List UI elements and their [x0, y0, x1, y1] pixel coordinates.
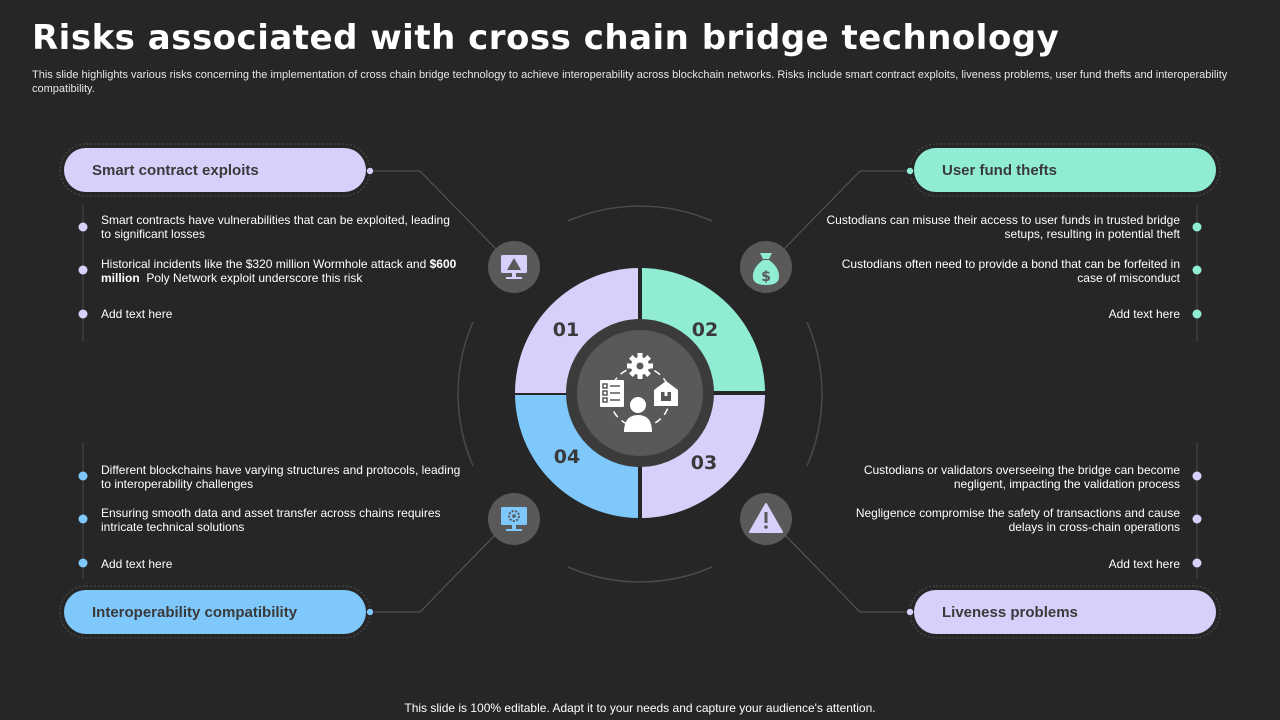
heading-smart-contract-exploits: Smart contract exploits — [64, 148, 366, 192]
bullet-text: Add text here — [101, 557, 173, 571]
gear-checklist-user-box-icon — [600, 353, 678, 432]
footer-note: This slide is 100% editable. Adapt it to… — [404, 701, 876, 715]
segment-number-03: 03 — [691, 452, 717, 474]
warning-triangle-icon — [740, 493, 792, 545]
outer-ring — [457, 205, 823, 583]
bullet-text: Custodians often need to provide a bond … — [841, 257, 1180, 285]
connector-dots — [365, 166, 915, 617]
segment-number-02: 02 — [692, 319, 718, 341]
hub-inner — [577, 330, 703, 456]
bullet-text: Different blockchains have varying struc… — [101, 463, 461, 491]
bullet-dots — [78, 222, 1202, 568]
heading-liveness-problems: Liveness problems — [914, 590, 1216, 634]
page-title: Risks associated with cross chain bridge… — [32, 18, 1060, 58]
bullet-text: Ensuring smooth data and asset transfer … — [101, 506, 441, 534]
heading-user-fund-thefts: User fund thefts — [914, 148, 1216, 192]
segment-number-01: 01 — [553, 319, 579, 341]
settings-monitor-icon — [488, 493, 540, 545]
bullet-text: Custodians can misuse their access to us… — [826, 213, 1180, 241]
money-bag-icon: $ — [740, 241, 792, 293]
bullet-text: Custodians or validators overseeing the … — [863, 463, 1180, 491]
segment-number-04: 04 — [554, 446, 580, 468]
bullet-text: Add text here — [101, 307, 173, 321]
svg-text:$: $ — [761, 269, 771, 285]
bullet-text: Add text here — [1108, 557, 1180, 571]
bullet-text: Add text here — [1108, 307, 1180, 321]
bullet-text: Smart contracts have vulnerabilities tha… — [101, 213, 450, 241]
bullet-text: Historical incidents like the $320 milli… — [101, 257, 457, 285]
bullet-text: Negligence compromise the safety of tran… — [855, 506, 1180, 534]
warning-monitor-icon — [488, 241, 540, 293]
heading-interoperability-compatibility: Interoperability compatibility — [64, 590, 366, 634]
connector-lines — [370, 170, 910, 613]
page-subtitle: This slide highlights various risks conc… — [32, 69, 1228, 95]
